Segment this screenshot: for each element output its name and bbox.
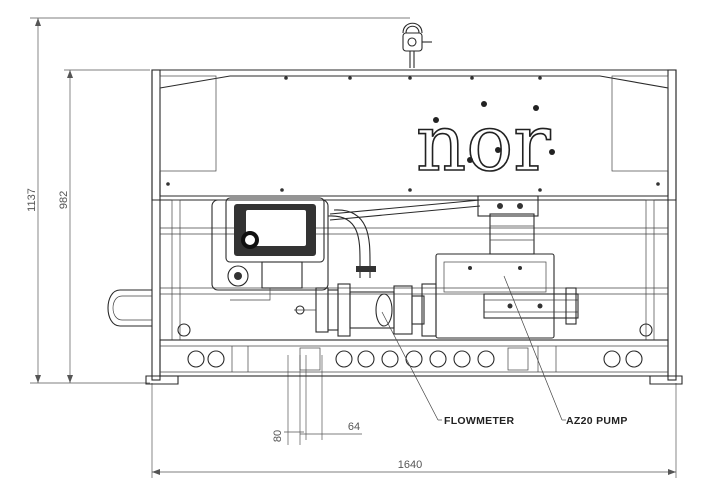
lifting-shackle (402, 22, 432, 68)
svg-text:nor: nor (416, 99, 551, 189)
flowmeter-label: FLOWMETER (444, 415, 514, 427)
dim-1640-label: 1640 (398, 459, 422, 471)
control-box (211, 197, 329, 301)
pump-callout: AZ20 PUMP (503, 275, 628, 427)
dim-80-label: 80 (272, 430, 284, 442)
pump-motor (477, 195, 539, 255)
hoses (327, 199, 481, 278)
dimension-total-height: 1137 (26, 17, 410, 384)
az20-pump (421, 253, 579, 339)
pump-label: AZ20 PUMP (566, 415, 628, 427)
dimension-80: 80 (272, 355, 304, 445)
dimension-frame-height: 982 (58, 69, 150, 383)
dim-64-label: 64 (348, 421, 360, 433)
fork-pocket (107, 289, 152, 327)
dimension-width: 1640 (151, 383, 677, 478)
flowmeter (294, 283, 425, 337)
dim-1137-label: 1137 (26, 188, 38, 212)
base-holes (187, 346, 643, 372)
flowmeter-callout: FLOWMETER (381, 311, 514, 427)
nor-logo: nor (415, 98, 555, 190)
dim-982-label: 982 (58, 191, 70, 209)
dimension-64: 64 (300, 355, 362, 440)
